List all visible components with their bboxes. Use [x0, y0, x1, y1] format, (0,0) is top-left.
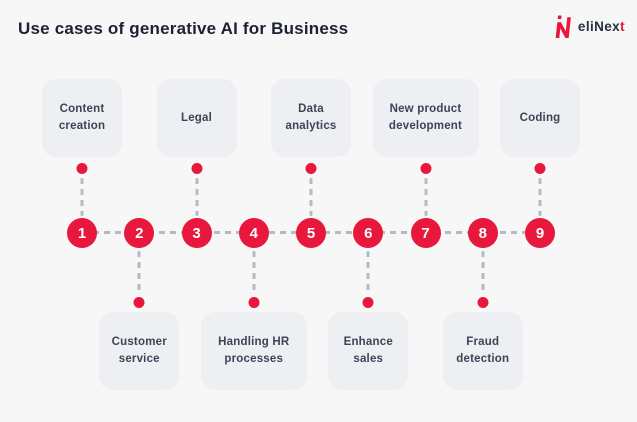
connector-dot [477, 297, 489, 308]
connector-line [538, 178, 542, 216]
use-case-card: Handling HR processes [200, 312, 307, 390]
use-case-label: New product development [388, 103, 463, 132]
step-number-circle: 7 [410, 218, 441, 248]
step-number-circle: 2 [124, 218, 155, 248]
use-case-card: Customer service [99, 312, 180, 390]
use-case-label: Data analytics [285, 103, 337, 132]
step-number-circle: 9 [525, 218, 555, 248]
step-number-circle: 1 [67, 218, 97, 248]
page-title: Use cases of generative AI for Business [18, 19, 349, 38]
use-case-label: Legal [180, 111, 213, 124]
timeline-column: Content creation 1 [22, 0, 142, 422]
timeline-column: New product development 7 [366, 0, 486, 422]
use-case-label: Customer service [111, 336, 167, 365]
timeline-column: Legal 3 [137, 0, 257, 422]
elinext-logo-text: eliNext [578, 19, 625, 34]
use-case-label: Enhance sales [343, 336, 393, 365]
elinext-logo: eliNext [555, 14, 625, 39]
connector-dot [305, 163, 317, 174]
step-number-circle: 6 [353, 218, 384, 248]
use-case-card: Fraud detection [442, 312, 523, 390]
timeline-column: Coding 9 [480, 0, 600, 422]
use-case-label: Content creation [58, 103, 106, 132]
use-case-card: Data analytics [271, 79, 351, 157]
step-number-circle: 8 [467, 218, 498, 248]
step-number-circle: 3 [181, 218, 212, 248]
connector-line [195, 178, 198, 216]
connector-dot [76, 163, 88, 174]
connector-dot [420, 163, 431, 174]
connector-dot [534, 163, 546, 174]
connector-dot [191, 163, 202, 174]
timeline-column: Enhance sales 6 [308, 0, 428, 422]
timeline-column: Customer service 2 [79, 0, 199, 422]
connector-line [481, 251, 485, 293]
timeline-column: Handling HR processes 4 [194, 0, 314, 422]
brand-main: eliNex [577, 19, 621, 34]
step-number-circle: 4 [238, 218, 269, 248]
use-case-card: New product development [372, 79, 479, 157]
connector-dot [248, 297, 260, 308]
connector-line [424, 178, 427, 216]
timeline-column: Fraud detection 8 [423, 0, 543, 422]
connector-line [309, 178, 313, 216]
use-case-card: Legal [156, 79, 237, 157]
connector-line [252, 251, 256, 293]
elinext-logo-icon [555, 15, 571, 38]
connector-dot [133, 297, 145, 308]
connector-line [137, 251, 141, 293]
step-number-circle: 5 [296, 218, 326, 248]
use-case-label: Coding [519, 111, 561, 124]
timeline-column: Data analytics 5 [251, 0, 371, 422]
use-case-card: Coding [500, 79, 580, 157]
connector-dot [362, 297, 374, 308]
use-case-label: Handling HR processes [218, 336, 290, 365]
use-case-card: Enhance sales [328, 312, 409, 390]
use-case-label: Fraud detection [456, 336, 510, 365]
brand-accent: t [620, 19, 625, 34]
connector-line [366, 251, 370, 293]
use-case-card: Content creation [42, 79, 122, 157]
connector-line [80, 178, 84, 216]
